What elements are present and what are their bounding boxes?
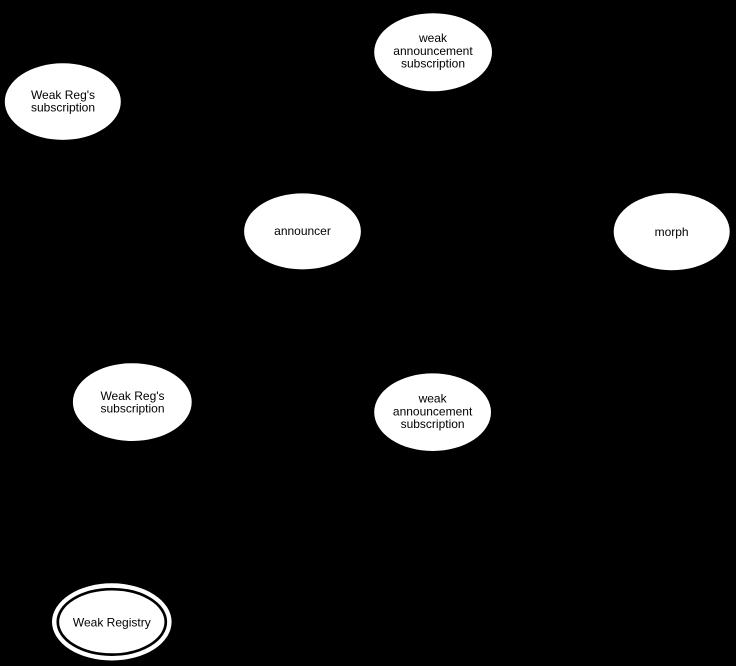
svg-text:announcer: announcer bbox=[274, 224, 331, 238]
svg-text:weak: weak bbox=[418, 31, 448, 45]
svg-text:announcement: announcement bbox=[393, 404, 473, 418]
svg-text:announcement: announcement bbox=[393, 44, 473, 58]
svg-text:subscription: subscription bbox=[31, 101, 95, 115]
svg-text:Weak Reg's: Weak Reg's bbox=[100, 389, 164, 403]
svg-text:morph: morph bbox=[655, 225, 689, 239]
svg-text:weak: weak bbox=[418, 392, 448, 406]
svg-text:subscription: subscription bbox=[401, 57, 465, 71]
svg-text:Weak Registry: Weak Registry bbox=[73, 615, 151, 629]
svg-text:subscription: subscription bbox=[100, 402, 164, 416]
svg-text:Weak Reg's: Weak Reg's bbox=[31, 88, 95, 102]
svg-text:subscription: subscription bbox=[401, 417, 465, 431]
